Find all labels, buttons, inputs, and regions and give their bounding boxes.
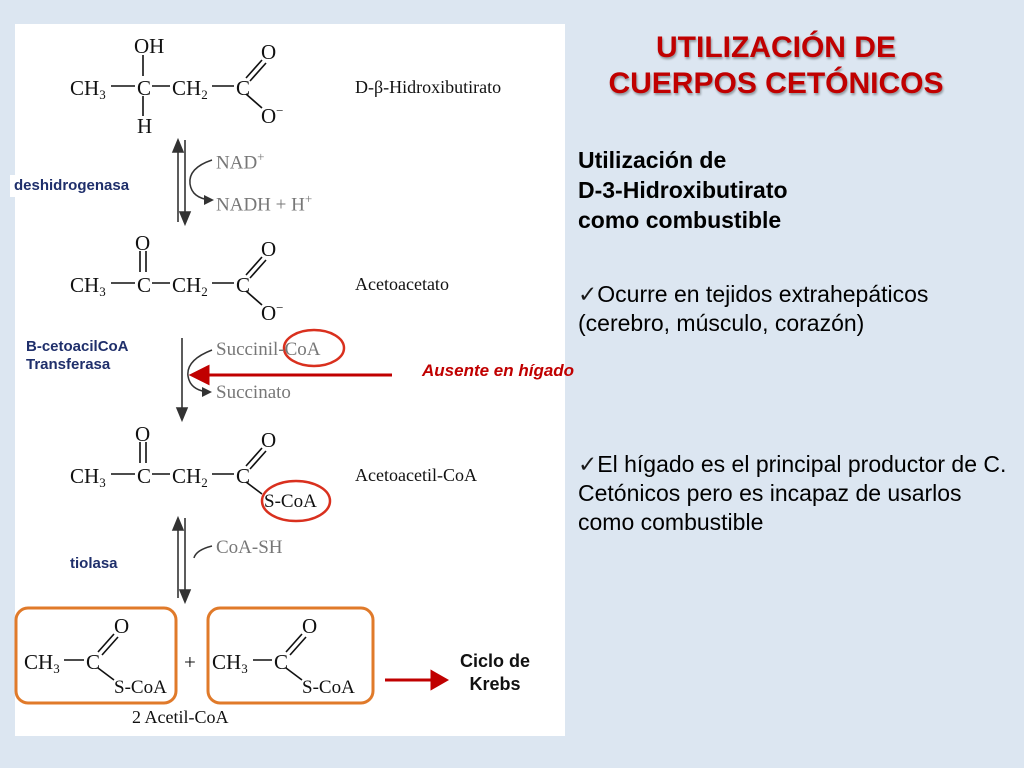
enzyme-dehydrogenase: deshidrogenasa: [10, 175, 134, 197]
atom-oh: OH: [134, 34, 165, 58]
atom-c: C: [137, 273, 152, 297]
cofactor-nadh: NADH + H+: [216, 191, 313, 216]
atom-c: C: [274, 650, 289, 674]
atom-c: C: [236, 76, 251, 100]
atom-ch3: CH3: [70, 273, 106, 299]
absent-in-liver-label: Ausente en hígado: [422, 361, 575, 380]
enzyme-thiolase: tiolasa: [70, 555, 118, 573]
atom-ch2: CH2: [172, 273, 208, 299]
atom-o: O: [261, 428, 277, 452]
section-subtitle: Utilización de D-3-Hidroxibutirato como …: [578, 147, 788, 233]
compound-acetoacetyl-coa: Acetoacetil-CoA: [355, 465, 477, 485]
krebs-cycle-label: Ciclo de Krebs: [459, 651, 530, 695]
atom-o: O: [261, 237, 277, 261]
cofactor-nad: NAD+: [216, 149, 265, 174]
atom-ch3: CH3: [70, 76, 106, 102]
cofactor-succinate: Succinato: [216, 382, 291, 403]
compound-acetoacetate: Acetoacetato: [355, 274, 449, 294]
atom-scoa: S-CoA: [114, 677, 167, 698]
atom-h: H: [137, 114, 153, 138]
cofactor-succinyl-coa: Succinil-CoA: [216, 339, 321, 360]
atom-c: C: [137, 464, 152, 488]
atom-ch3: CH3: [70, 464, 106, 490]
atom-c: C: [137, 76, 152, 100]
atom-scoa: S-CoA: [302, 677, 355, 698]
atom-ch3: CH3: [212, 650, 248, 676]
atom-o: O: [135, 422, 151, 446]
atom-o: O: [302, 614, 318, 638]
atom-scoa: S-CoA: [264, 491, 317, 512]
bullet-extrahepatic: ✓Ocurre en tejidos extrahepáticos (cereb…: [578, 281, 929, 336]
atom-ch2: CH2: [172, 76, 208, 102]
bullet-liver: ✓El hígado es el principal productor de …: [578, 451, 1007, 535]
atom-o: O: [114, 614, 130, 638]
atom-c: C: [236, 464, 251, 488]
page-title: UTILIZACIÓN DE CUERPOS CETÓNICOS: [608, 31, 944, 100]
atom-ch2: CH2: [172, 464, 208, 490]
atom-o-minus: O−: [261, 103, 284, 128]
atom-o: O: [261, 40, 277, 64]
compound-acetyl-coa: 2 Acetil-CoA: [132, 707, 229, 727]
atom-c: C: [86, 650, 101, 674]
checkmark-icon: ✓: [578, 451, 598, 477]
atom-c: C: [236, 273, 251, 297]
pathway-panel: [15, 24, 565, 736]
atom-o: O: [135, 231, 151, 255]
atom-o-minus: O−: [261, 300, 284, 325]
checkmark-icon: ✓: [578, 281, 598, 307]
atom-ch3: CH3: [24, 650, 60, 676]
plus-sign: +: [184, 650, 196, 674]
enzyme-transferase: B-cetoacilCoA Transferasa: [26, 338, 129, 374]
cofactor-coash: CoA-SH: [216, 537, 283, 558]
compound-hydroxybutyrate: D-β-Hidroxibutirato: [355, 77, 502, 97]
